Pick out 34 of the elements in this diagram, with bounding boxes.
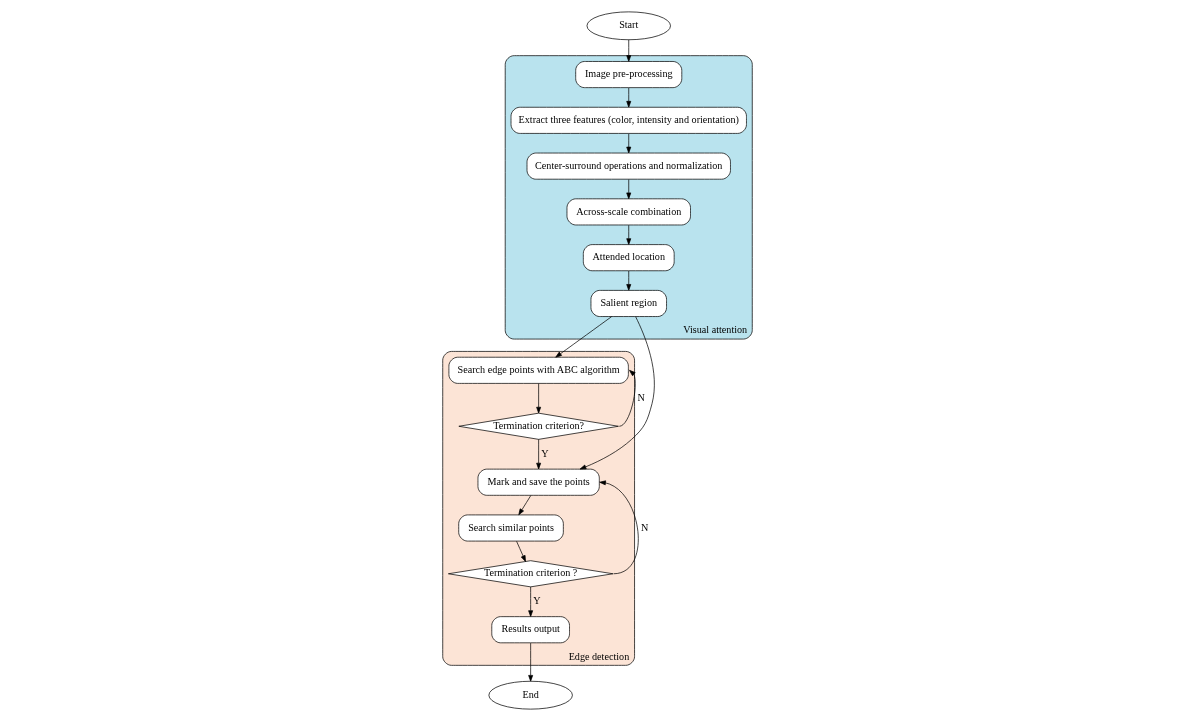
arrow <box>535 439 541 470</box>
arrow <box>579 316 655 470</box>
arrow <box>625 133 631 154</box>
edge-label: Y <box>540 447 548 459</box>
node-box: Attended location <box>582 244 675 272</box>
node-box: Search similar points <box>457 514 564 542</box>
node-box: Center-surround operations and normalization <box>526 152 731 180</box>
arrow <box>527 586 533 617</box>
arrow <box>625 224 631 245</box>
node-box: Across-scale combination <box>566 198 691 226</box>
arrow <box>527 642 533 682</box>
node-box: Results output <box>490 616 570 644</box>
edge-label: Y <box>532 595 540 607</box>
arrow <box>535 383 541 414</box>
node-ellipse: Start <box>586 11 671 41</box>
node-diamond: Termination criterion ? <box>447 560 613 588</box>
node-box: Search edge points with ABC algorithm <box>448 356 629 384</box>
node-box: Mark and save the points <box>477 468 600 496</box>
arrow <box>625 270 631 291</box>
arrow <box>625 87 631 108</box>
node-box: Image pre-processing <box>574 61 682 88</box>
arrow <box>598 480 639 575</box>
arrow <box>625 179 631 200</box>
arrow <box>625 39 631 62</box>
node-box: Extract three features (color, intensity and orientation) <box>510 106 747 134</box>
arrow <box>554 316 612 358</box>
edge-label: N <box>636 391 645 403</box>
node-ellipse: End <box>488 680 573 710</box>
edge-label: N <box>640 521 648 533</box>
arrow <box>517 495 531 516</box>
arrow <box>618 369 636 427</box>
node-box: Salient region <box>590 290 667 317</box>
node-diamond: Termination criterion? <box>458 412 619 440</box>
arrow <box>515 540 526 562</box>
